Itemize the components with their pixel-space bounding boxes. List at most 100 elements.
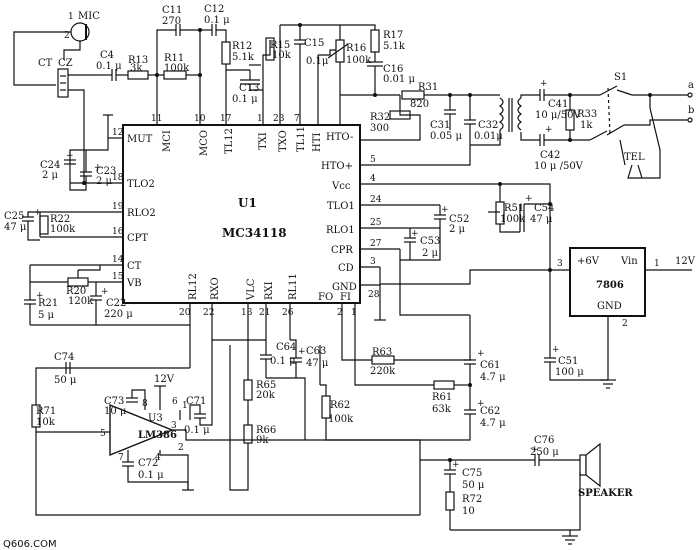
- c51-val: 100 μ: [555, 367, 584, 378]
- u1-pin-name: Vcc: [331, 181, 351, 192]
- terminal-a: [687, 92, 693, 98]
- u1-pin-name: RXO: [210, 277, 221, 300]
- c61-ref: C61: [480, 360, 500, 371]
- r13-val: 3k: [130, 63, 143, 74]
- u1-pin-name: FI: [340, 292, 351, 303]
- mic-section: 1 MIC 2 CT CZ: [13, 11, 100, 185]
- r62-val: 100k: [328, 414, 354, 425]
- mic-label: MIC: [78, 11, 100, 22]
- lm386-section: C74 50 μ R71 10k U3 LM386 5 8 6 1 3 7 4 …: [31, 340, 421, 516]
- r66-val: 9k: [256, 435, 269, 446]
- c12-val: 0.1 μ: [204, 15, 230, 26]
- svg-text:+: +: [531, 445, 539, 455]
- r15-ref: R15: [270, 40, 290, 51]
- r32-ref: R32: [370, 112, 390, 123]
- r65-val: 20k: [256, 390, 276, 401]
- c4: C4 0.1 μ: [96, 50, 128, 81]
- c22-val: 220 μ: [104, 309, 133, 320]
- r11-val: 100k: [164, 63, 190, 74]
- c76-ref: C76: [534, 435, 554, 446]
- r11-ref: R11: [164, 53, 184, 64]
- u1-pin-num: 14: [112, 255, 124, 265]
- c31-val: 0.05 μ: [430, 131, 462, 142]
- u1-pin-num: 7: [294, 114, 300, 124]
- c72-ref: C72: [138, 458, 158, 469]
- c53-ref: C53: [420, 236, 440, 247]
- r16-val: 100k: [346, 55, 372, 66]
- c54-ref: C54: [534, 203, 554, 214]
- r17-ref: R17: [383, 30, 403, 41]
- u1-pin-num: 16: [112, 227, 124, 237]
- c64-ref: C64: [276, 342, 296, 353]
- u1-pin-num: 17: [220, 114, 232, 124]
- r63-val: 220k: [370, 366, 396, 377]
- reg-pin-out: 3: [557, 259, 563, 269]
- vin-12v: 12V: [675, 256, 696, 267]
- u1-right-pins: HTO- 5 HTO+ 4 Vcc 24 TLO1 25 RLO1 27 CPR…: [321, 132, 500, 321]
- u1-pin-name: CD: [338, 263, 354, 274]
- c76-val: 250 μ: [530, 447, 559, 458]
- c41-ref: C41: [548, 99, 568, 110]
- c64-val: 0.1 μ: [270, 356, 296, 367]
- svg-text:+: +: [101, 287, 109, 297]
- u3-pin7: 7: [118, 453, 124, 463]
- power-rail: R51 100k + C54 47 μ +6V Vin 7806 GND 3 1…: [488, 182, 696, 389]
- u1-pin-num: 20: [179, 308, 191, 318]
- c75-ref: C75: [462, 468, 482, 479]
- u1-pin-num: 25: [370, 218, 382, 228]
- r12-val: 5.1k: [232, 52, 255, 63]
- c11-ref: C11: [162, 5, 182, 16]
- tel-label: TEL: [624, 152, 645, 163]
- u1-pin-name: TL12: [224, 128, 235, 154]
- svg-text:+: +: [94, 163, 102, 173]
- c42-val: 10 μ /50V: [534, 161, 584, 172]
- u1-pin-num: 22: [203, 308, 214, 318]
- r13: R13 3k: [127, 55, 157, 80]
- r66-ref: R66: [256, 425, 276, 436]
- r33-val: 1k: [580, 120, 593, 131]
- u1-pin-num: 19: [112, 202, 124, 212]
- u1-pin-name: HTO-: [326, 132, 353, 143]
- c42-ref: C42: [540, 150, 560, 161]
- c25-ref: C25: [4, 211, 24, 222]
- u3-part: LM386: [138, 430, 177, 441]
- r72-val: 10: [462, 506, 475, 517]
- terminal-b-label: b: [688, 105, 694, 116]
- c13-val: 0.1 μ: [232, 94, 258, 105]
- u1-pin-name: HTO+: [321, 161, 353, 172]
- u1-pin-name: TLO2: [127, 179, 155, 190]
- u3-pin3: 3: [171, 421, 177, 431]
- u3-pin4: 4: [155, 453, 161, 463]
- tx-network: R15 10k C15 0.1μ R16 100k R17 5.1k C16 0…: [262, 23, 415, 97]
- svg-text:+: +: [36, 291, 44, 301]
- c75-val: 50 μ: [462, 480, 485, 491]
- c74-ref: C74: [54, 352, 74, 363]
- r62-ref: R62: [330, 400, 350, 411]
- c52-val: 2 μ: [449, 224, 466, 235]
- c51-ref: C51: [558, 356, 578, 367]
- ct-cz-jack: [57, 68, 69, 98]
- r51-ref: R51: [504, 203, 524, 214]
- mic-pin1: 1: [68, 12, 74, 22]
- r16-ref: R16: [346, 43, 366, 54]
- u1-left-pins: 12 MUT 18 TLO2 19 RLO2 16 CPT 14 CT 15 V…: [30, 128, 156, 289]
- u1-pin-name: CPR: [331, 245, 353, 256]
- u1-body: [122, 124, 361, 304]
- svg-text:+: +: [34, 208, 42, 218]
- svg-text:+: +: [411, 229, 419, 239]
- reg-gnd: GND: [597, 301, 622, 312]
- c62-val: 4.7 μ: [480, 418, 506, 429]
- u1-bottom-pins: 20 RL12 22 RXO 13 VLC 21 RXI 26 RL11 2 F…: [179, 273, 357, 368]
- c71-ref: C71: [186, 396, 206, 407]
- u1-pin-name: MCO: [199, 130, 210, 156]
- c52-ref: C52: [449, 214, 469, 225]
- svg-text:+: +: [552, 345, 560, 355]
- u3-pin2: 2: [178, 443, 184, 453]
- r22-val: 100k: [50, 224, 76, 235]
- c23-val: 2 μ: [96, 176, 113, 187]
- tlo1-rlo1-caps: + C52 2 μ + C53 2 μ: [380, 205, 550, 316]
- u1-pin-num: 18: [112, 173, 124, 183]
- rx-network: R65 20k R66 9k C64 0.1 μ + C63 47 μ R62 …: [212, 315, 506, 491]
